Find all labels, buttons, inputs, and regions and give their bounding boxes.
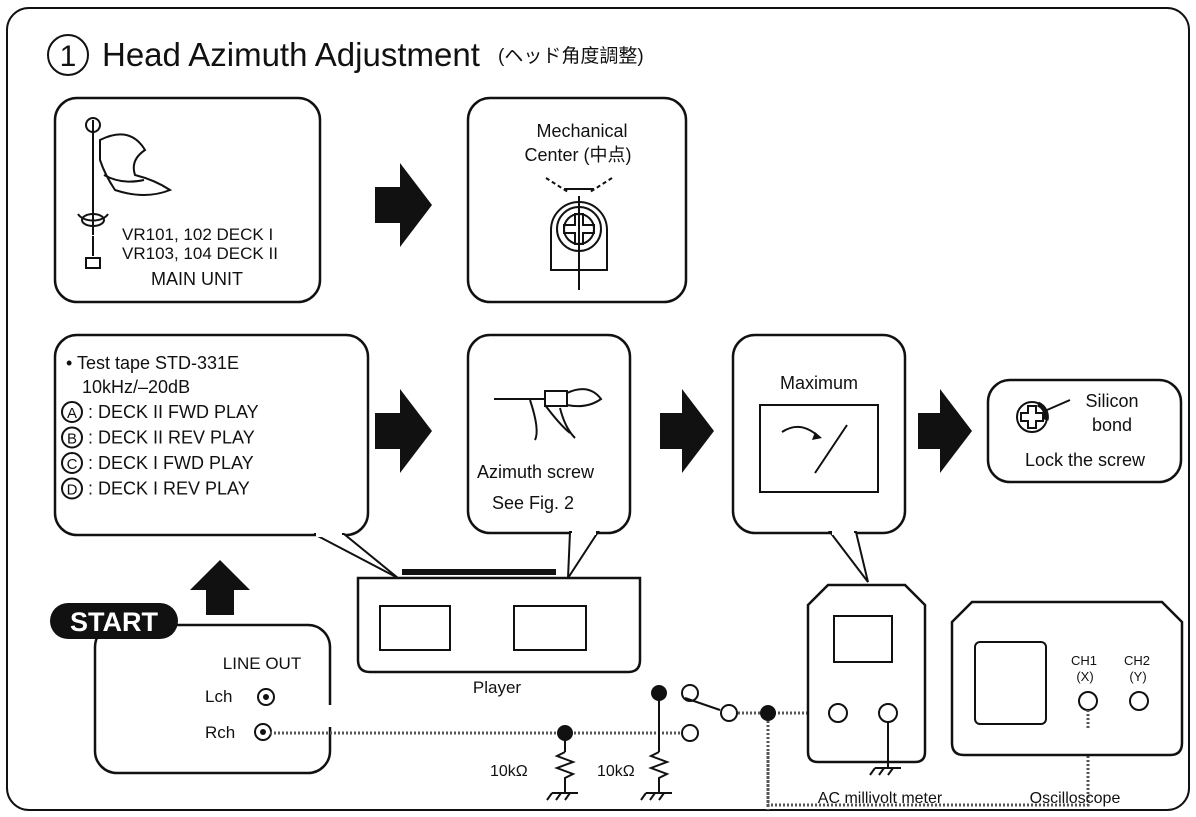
oscilloscope-screen xyxy=(974,641,1047,725)
main-unit-line2: VR103, 104 DECK II xyxy=(122,244,278,263)
junction-dot xyxy=(651,685,667,701)
flow-arrow-icon xyxy=(918,389,972,473)
millivolt-body xyxy=(806,583,927,764)
step-number: 1 xyxy=(60,40,77,73)
meter-face xyxy=(759,404,879,493)
switch-terminal xyxy=(720,704,738,722)
azimuth-screw-label: Azimuth screw xyxy=(477,462,595,482)
tape-item-letter-circle xyxy=(61,452,83,474)
main-unit-box xyxy=(53,96,322,304)
azimuth-screw-ref: See Fig. 2 xyxy=(492,493,574,513)
tape-item-letter: B xyxy=(67,431,77,448)
millivolt-meter-device: AC millivolt meter xyxy=(806,583,943,807)
switch-terminal xyxy=(681,724,699,742)
mechanical-line1: Mechanical xyxy=(536,121,627,141)
lch-label: Lch xyxy=(205,687,232,706)
start-badge xyxy=(50,603,178,639)
millivolt-label: AC millivolt meter xyxy=(818,790,943,807)
ch2-label: CH2 xyxy=(1124,653,1150,668)
player-body xyxy=(356,576,642,674)
tape-item-letter-circle xyxy=(61,401,83,423)
main-unit-panel: VR101, 102 DECK I VR103, 104 DECK II MAI… xyxy=(53,96,322,304)
resistor-1-value: 10kΩ xyxy=(490,763,528,780)
flow-arrow-icon xyxy=(660,389,714,473)
millivolt-screen xyxy=(833,615,893,663)
maximum-label: Maximum xyxy=(780,373,858,393)
tape-item-letter-circle xyxy=(61,477,83,500)
millivolt-input-jack xyxy=(828,703,848,723)
main-unit-label: MAIN UNIT xyxy=(151,269,243,289)
tape-item-text: : DECK I FWD PLAY xyxy=(88,453,254,473)
lch-jack-icon xyxy=(257,688,275,706)
start-badge-label: START xyxy=(70,607,158,637)
potentiometer-icon xyxy=(545,177,613,290)
tape-item-text: : DECK I REV PLAY xyxy=(88,479,250,499)
start-section: START LINE OUT Lch Rch xyxy=(50,603,334,775)
sealed-screw-icon xyxy=(1016,399,1071,433)
test-tape-line2: 10kHz/–20dB xyxy=(82,377,190,397)
azimuth-screw-box xyxy=(466,333,632,535)
flow-arrow-icon xyxy=(375,163,432,247)
ch1-label: CH1 xyxy=(1071,653,1097,668)
flow-arrow-icon xyxy=(375,389,432,473)
mechanical-center-panel: Mechanical Center (中点) xyxy=(466,96,688,304)
title-block: 1 Head Azimuth Adjustment (ヘッド角度調整) xyxy=(47,34,644,76)
switch-terminal xyxy=(681,684,699,702)
player-cassette-right xyxy=(513,605,587,651)
screwdriver-icon xyxy=(494,388,603,441)
maximum-meter-box xyxy=(731,333,907,535)
silicon-line2: bond xyxy=(1092,415,1132,435)
ch2-jack xyxy=(1129,691,1149,711)
ch1-axis: (X) xyxy=(1076,669,1093,684)
up-arrow-icon xyxy=(190,560,250,615)
outer-frame xyxy=(6,7,1190,811)
resistor-1: 10kΩ xyxy=(490,751,578,801)
test-tape-box xyxy=(53,333,370,537)
meter-needle xyxy=(814,424,848,474)
test-tape-panel: • Test tape STD-331E 10kHz/–20dB A : DECK… xyxy=(53,333,370,537)
tape-item-letter: C xyxy=(67,456,78,473)
callout-pointer xyxy=(566,531,600,582)
junction-dot xyxy=(557,725,573,741)
tape-item-text: : DECK II FWD PLAY xyxy=(88,402,259,422)
tape-item-letter: A xyxy=(67,405,77,422)
resistor-2: 10kΩ xyxy=(597,751,672,801)
silicon-line1: Silicon xyxy=(1085,391,1138,411)
main-unit-line1: VR101, 102 DECK I xyxy=(122,225,273,244)
page-subtitle: (ヘッド角度調整) xyxy=(498,45,644,67)
line-out-label: LINE OUT xyxy=(223,654,301,673)
wiring xyxy=(270,684,1090,810)
oscilloscope-label: Oscilloscope xyxy=(1030,790,1121,807)
ch2-axis: (Y) xyxy=(1129,669,1146,684)
azimuth-screw-panel: Azimuth screw See Fig. 2 xyxy=(466,333,632,535)
step-number-circle xyxy=(47,34,89,76)
mechanical-line2: Center (中点) xyxy=(524,145,631,165)
player-label: Player xyxy=(473,678,522,697)
silicon-bond-panel: Silicon bond Lock the screw xyxy=(986,378,1183,484)
player-device: Player xyxy=(356,569,642,697)
page-title: Head Azimuth Adjustment xyxy=(102,36,480,73)
tape-item-letter: D xyxy=(67,482,78,499)
maximum-meter-panel: Maximum xyxy=(731,333,907,535)
callout-pointer xyxy=(827,531,869,583)
switch-lever xyxy=(684,697,721,711)
test-tape-items: A : DECK II FWD PLAY B : DECK II REV PLAY C:… xyxy=(61,401,259,500)
line-out-box xyxy=(93,623,332,775)
test-tape-line1: • Test tape STD-331E xyxy=(66,353,239,373)
lock-screw-label: Lock the screw xyxy=(1025,450,1146,470)
oscilloscope-body xyxy=(950,600,1184,757)
meter-arrowhead xyxy=(812,432,822,440)
junction-dot xyxy=(760,705,776,721)
tape-item-letter-circle xyxy=(61,426,83,449)
mechanical-center-box xyxy=(466,96,688,304)
rch-label: Rch xyxy=(205,723,235,742)
resistor-2-value: 10kΩ xyxy=(597,763,635,780)
tape-item-text: : DECK II REV PLAY xyxy=(88,428,255,448)
screwdriver-hand-icon xyxy=(77,117,173,269)
player-cassette-left xyxy=(379,605,451,651)
oscilloscope-device: CH1 (X) CH2 (Y) Oscilloscope xyxy=(950,600,1184,807)
callout-pointer xyxy=(313,533,399,579)
